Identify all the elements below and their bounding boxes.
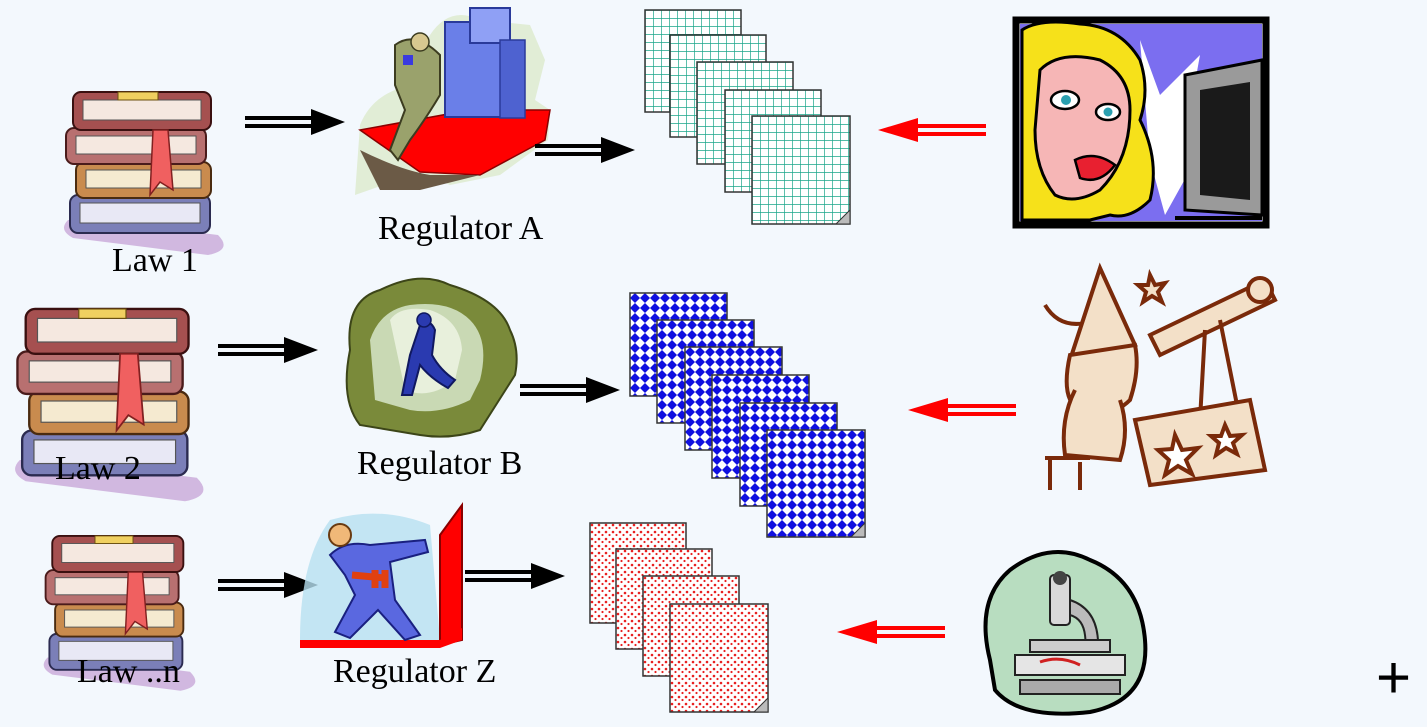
microscope-icon	[983, 550, 1148, 716]
arrow-regulator-z-to-documents	[465, 563, 565, 589]
regulator-b-label: Regulator B	[357, 445, 523, 482]
corner-plus-mark: +	[1376, 644, 1412, 711]
regulator-b-icon	[345, 277, 518, 438]
regulator-z-label: Regulator Z	[333, 653, 497, 690]
law-n-label: Law ..n	[77, 653, 180, 690]
arrow-regulator-a-to-documents	[535, 137, 635, 163]
regulator-a-label: Regulator A	[378, 210, 544, 247]
astronomer-wizard-icon	[1043, 262, 1278, 490]
arrow-regulator-b-to-documents	[520, 377, 620, 403]
red-arrow-observer-to-documents-a	[878, 118, 986, 142]
arrow-law2-to-regulator-b	[218, 337, 318, 363]
regulator-a-icon	[355, 7, 551, 195]
woman-at-monitor-icon	[1012, 16, 1270, 229]
documents-a-stack	[644, 9, 851, 225]
law-2-label: Law 2	[55, 450, 141, 487]
red-arrow-observer-to-documents-z	[837, 620, 945, 644]
documents-z-stack	[589, 522, 769, 713]
arrow-law1-to-regulator-a	[245, 109, 345, 135]
law-books-1-icon	[63, 91, 225, 256]
red-arrow-observer-to-documents-b	[908, 398, 1016, 422]
regulator-z-icon	[300, 501, 463, 648]
documents-b-stack	[629, 292, 866, 538]
law-1-label: Law 1	[112, 242, 198, 279]
